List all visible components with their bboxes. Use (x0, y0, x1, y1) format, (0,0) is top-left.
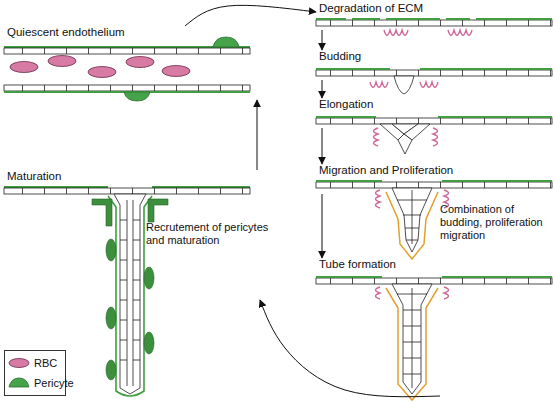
endothelial-wall (316, 182, 552, 188)
sprout-cell (398, 134, 412, 154)
legend-text: RBC (34, 357, 57, 369)
protease-squiggle (444, 287, 449, 299)
pericyte (144, 332, 154, 354)
degraded-membrane (316, 18, 552, 20)
stage-heading: Tube formation (319, 258, 554, 271)
stage-arrow (322, 80, 323, 98)
pericyte (144, 267, 154, 289)
swatch-shape (9, 359, 29, 368)
mature-tube (114, 194, 146, 394)
degraded-membrane (316, 180, 552, 182)
protease-squiggle (370, 82, 388, 87)
legend-box: RBC Pericyte (4, 350, 66, 396)
stage-node: Elongation (316, 98, 554, 128)
stage-heading: Budding (319, 50, 554, 63)
red-blood-cell (162, 66, 190, 77)
degraded-membrane (316, 116, 552, 118)
stage-arrow (260, 300, 440, 397)
stage-heading: Quiescent endothelium (7, 26, 260, 39)
protease-squiggle (420, 82, 438, 87)
protease-squiggle (448, 30, 472, 35)
pericyte (106, 360, 116, 380)
stage-heading: Migration and Proliferation (319, 164, 554, 177)
stage-heading: Maturation (7, 170, 260, 183)
cell-dividers (397, 190, 427, 244)
cell-dividers (397, 288, 427, 388)
pericyte (106, 239, 116, 261)
stage-node: Migration and Proliferation (316, 164, 554, 194)
legend-row: RBC (8, 353, 65, 373)
elongation-stage (316, 117, 552, 154)
stage-node: Quiescent endothelium (4, 26, 260, 100)
legend-swatch (8, 356, 30, 370)
protease-squiggle (374, 128, 379, 146)
endothelial-wall (316, 278, 552, 284)
endothelial-wall (316, 118, 552, 124)
stage-arrow (322, 194, 323, 258)
legend-row: Pericyte (8, 373, 65, 393)
swatch-shape (9, 378, 29, 387)
pericyte (213, 37, 239, 47)
legend-text: Pericyte (34, 377, 74, 389)
stage-arrow (257, 100, 258, 170)
pericyte (148, 199, 168, 222)
red-blood-cell (48, 56, 76, 67)
red-blood-cell (10, 62, 38, 73)
cell-dividers (120, 200, 140, 386)
red-blood-cell (126, 57, 154, 68)
protease-squiggle (384, 30, 408, 35)
degraded-membrane (316, 276, 552, 278)
stage-heading: Elongation (319, 98, 554, 111)
endothelial-wall (4, 85, 250, 91)
endothelial-wall (4, 48, 250, 54)
new-basement-membrane (386, 192, 438, 259)
tube-formation-stage (316, 277, 552, 400)
budding-stage (316, 69, 552, 94)
stage-heading: Degradation of ECM (319, 2, 554, 15)
red-blood-cell (88, 67, 116, 78)
stage-node: Budding (316, 50, 554, 80)
stage-node: Tube formation (316, 258, 554, 396)
budding-cell (394, 76, 414, 94)
endothelial-wall (316, 20, 552, 26)
stage-arrow (322, 30, 323, 50)
protease-squiggle (376, 287, 381, 299)
annotation-note: Recrutement of pericytes and maturation (146, 221, 281, 247)
legend-swatch (8, 376, 30, 390)
degradation-stage (316, 19, 552, 35)
pericyte (124, 92, 150, 101)
protease-squiggle (376, 190, 381, 208)
protease-squiggle (433, 128, 438, 146)
quiescent-vessel (4, 37, 250, 101)
pericyte (92, 199, 112, 226)
stage-arrow (322, 128, 323, 164)
sprout-cells (380, 124, 430, 154)
endothelial-wall (316, 70, 552, 76)
stage-arrow (185, 5, 316, 26)
annotation-note: Combination of budding, proliferation mi… (440, 203, 554, 242)
pericyte (106, 307, 116, 329)
red-blood-cells (10, 56, 190, 78)
degraded-membrane (316, 68, 552, 70)
stage-node: Degradation of ECM (316, 2, 554, 30)
new-basement-membrane (386, 288, 438, 400)
maturation-stage (4, 187, 250, 396)
endothelial-wall (4, 188, 250, 194)
